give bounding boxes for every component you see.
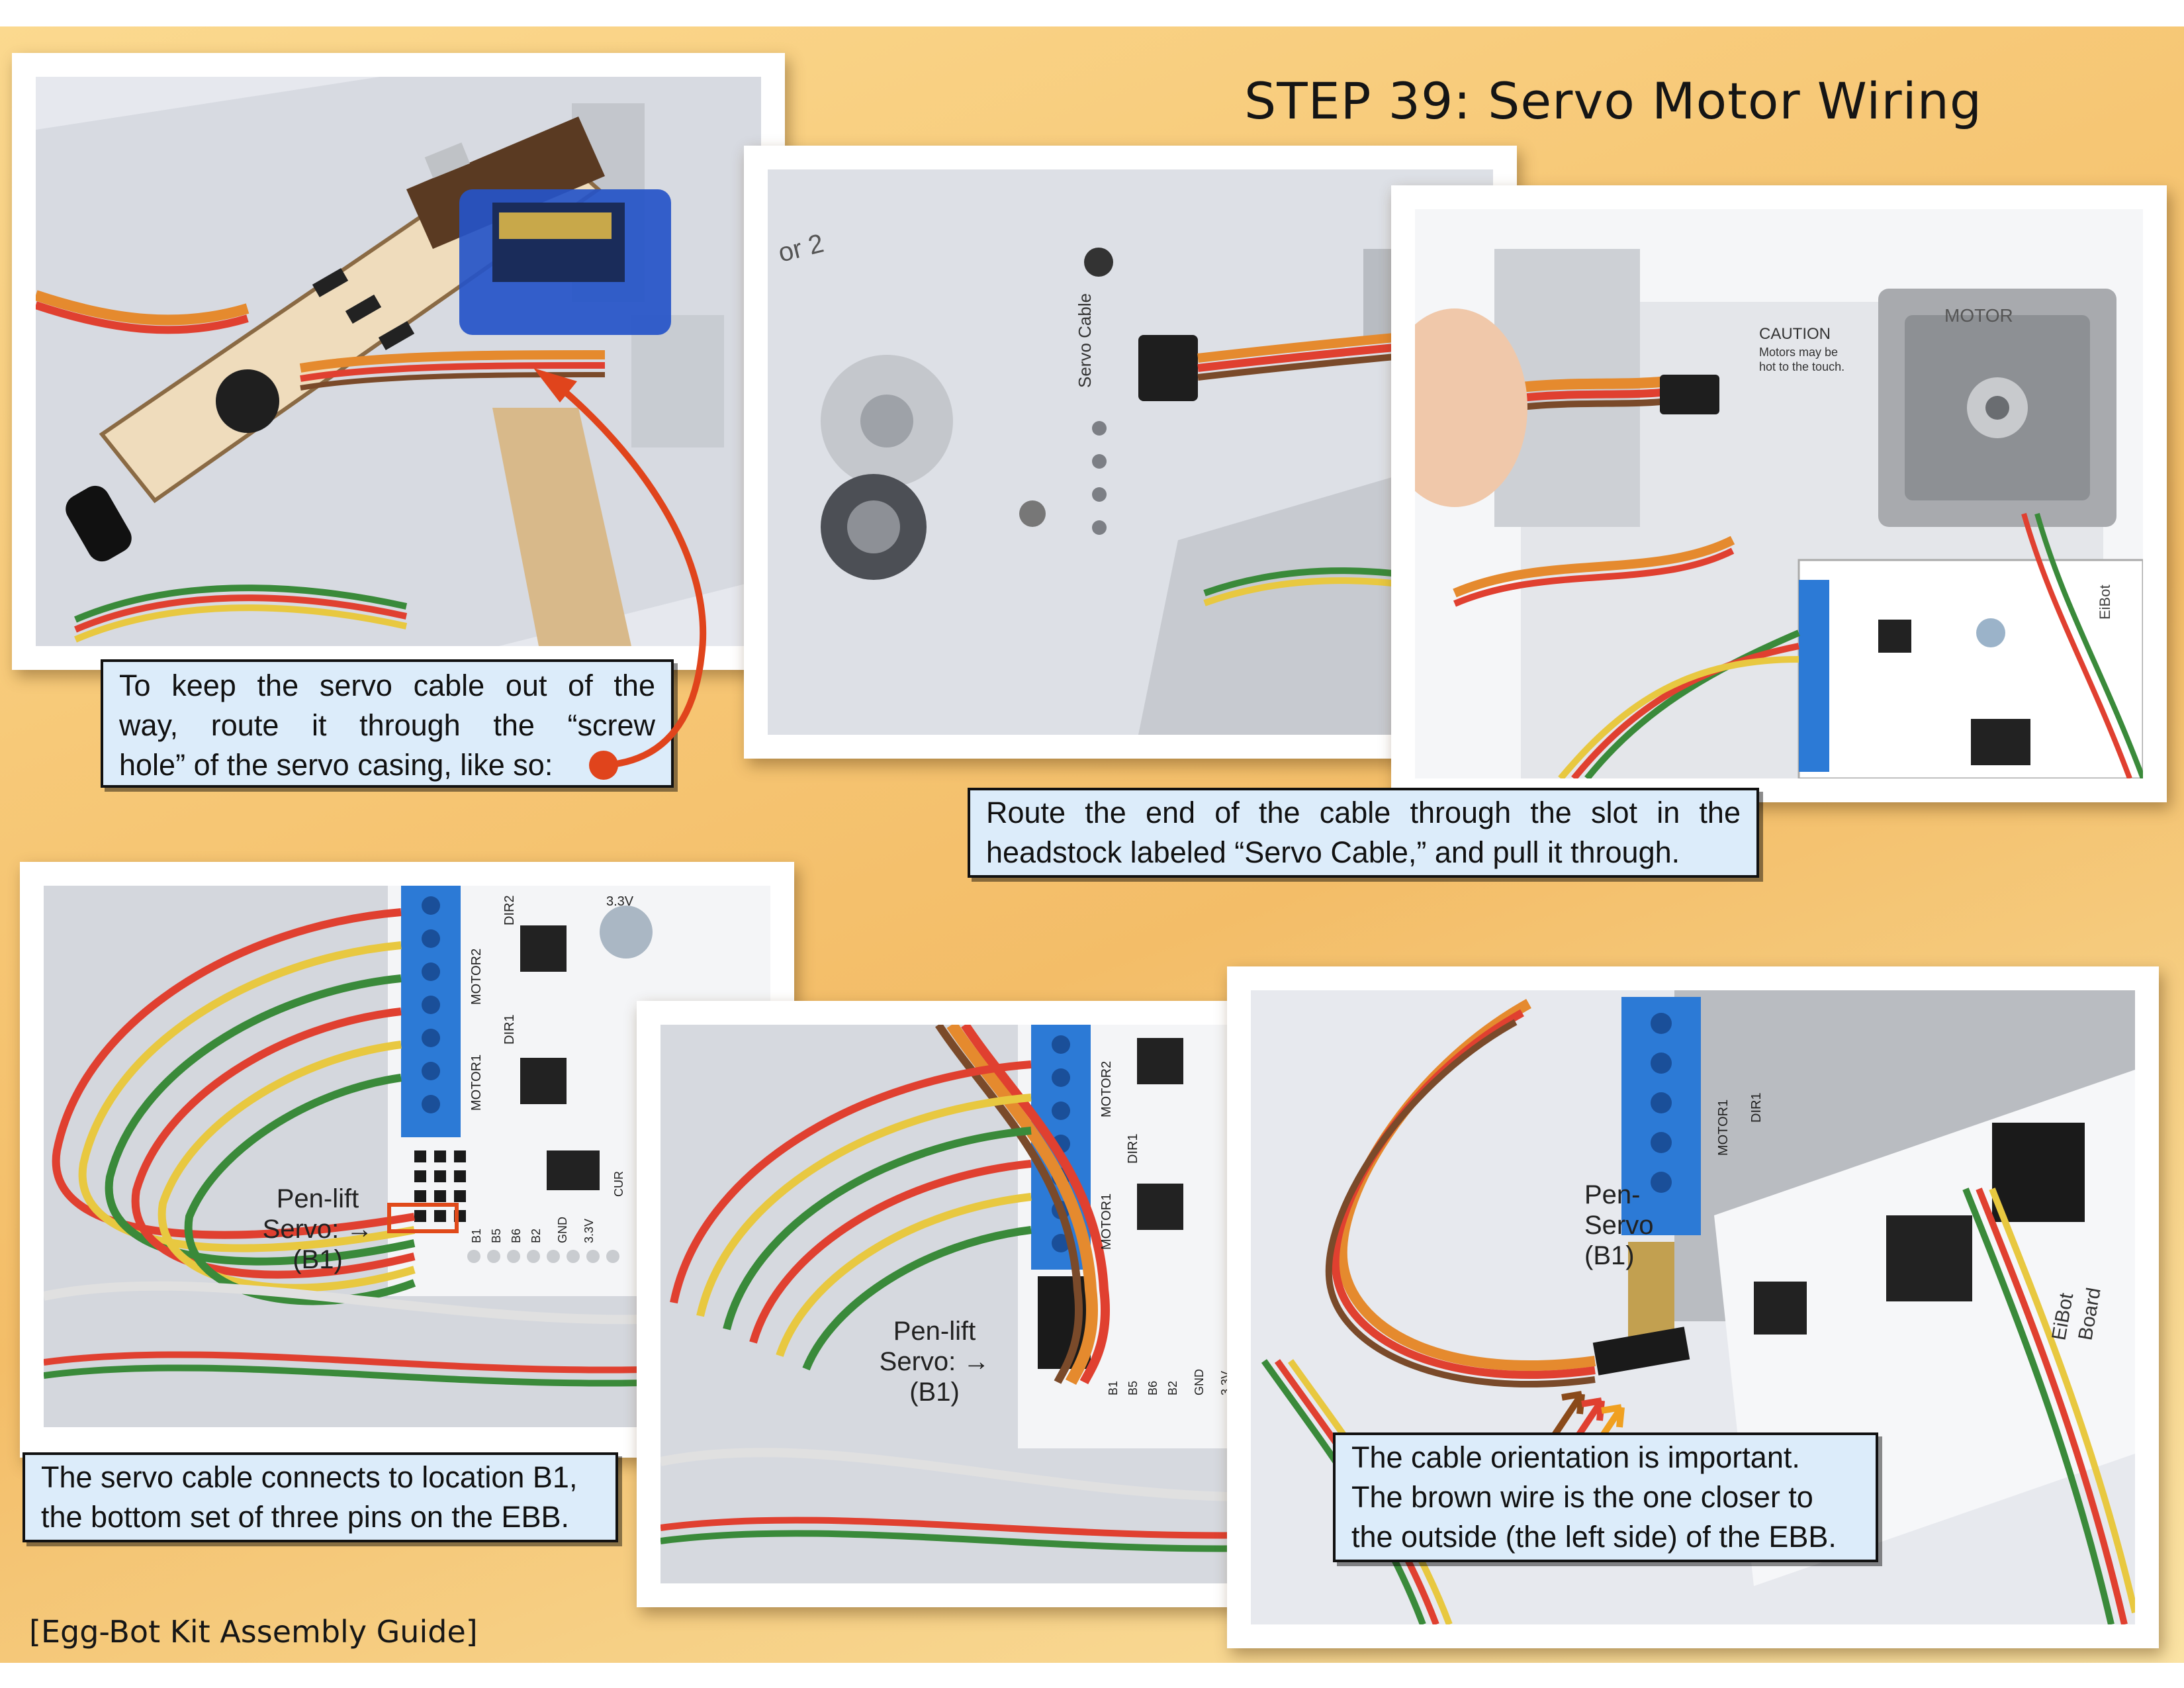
- caption-headstock: Route the end of the cable through the s…: [968, 788, 1759, 878]
- caption-screw-hole-line-2: way, route it through the “screw: [119, 708, 655, 742]
- dir1-label-2: DIR1: [1126, 1133, 1140, 1164]
- caption-orientation: The cable orientation is important. The …: [1333, 1432, 1878, 1562]
- b6-pin-label-2: B6: [1146, 1381, 1160, 1395]
- caption-headstock-line-1: Route the end of the cable through the s…: [986, 796, 1741, 829]
- pen-lift-line-1: Pen-lift: [276, 1184, 359, 1213]
- motor1-label-2: MOTOR1: [1099, 1194, 1114, 1250]
- photo-frame-motor-board: MOTOR CAUTION Motors may be hot to the t…: [1391, 185, 2167, 802]
- gnd-pin-label-2: GND: [1193, 1369, 1206, 1395]
- pen-lift-3-line-1: Pen-: [1584, 1180, 1641, 1209]
- gnd-pin-label: GND: [556, 1217, 569, 1243]
- photo-frame-headstock: Servo Cable or 2: [744, 146, 1517, 759]
- pen-lift-line-2: Servo: →: [262, 1215, 373, 1244]
- dir1-label-3: DIR1: [1749, 1092, 1764, 1123]
- b2-pin-label-2: B2: [1166, 1381, 1179, 1395]
- caution-text-2: hot to the touch.: [1759, 360, 1844, 373]
- pen-lift-label-3: Pen- Servo (B1): [1584, 1180, 1677, 1271]
- pen-lift-label-2: Pen-lift Servo: → (B1): [875, 1316, 994, 1407]
- caption-location-b1-line-2: the bottom set of three pins on the EBB.: [41, 1500, 569, 1534]
- caution-text-1: Motors may be: [1759, 346, 1838, 359]
- photo-frame-orientation: EiBot Board MOTOR1 DIR1 Pen- Servo (B1): [1227, 966, 2159, 1648]
- caption-screw-hole: To keep the servo cable out of the way, …: [101, 659, 674, 788]
- pen-lift-3-line-3: (B1): [1584, 1241, 1635, 1270]
- b5-pin-label-2: B5: [1126, 1381, 1140, 1395]
- photo-orientation: EiBot Board MOTOR1 DIR1: [1251, 990, 2135, 1624]
- pen-lift-3-line-2: Servo: [1584, 1211, 1654, 1240]
- photo-motor-board: MOTOR CAUTION Motors may be hot to the t…: [1415, 209, 2143, 778]
- b6-pin-label: B6: [510, 1229, 523, 1243]
- caption-location-b1-line-1: The servo cable connects to location B1,: [41, 1460, 578, 1494]
- pen-lift-2-line-2: Servo: →: [879, 1347, 990, 1376]
- pen-lift-line-3: (B1): [293, 1245, 343, 1274]
- motor1-label: MOTOR1: [469, 1055, 484, 1111]
- caption-screw-hole-line-1: To keep the servo cable out of the: [119, 669, 655, 702]
- eibot-board-label: EiBot: [2097, 585, 2113, 620]
- b1-pin-label-2: B1: [1107, 1381, 1120, 1395]
- caption-screw-hole-line-3: hole” of the servo casing, like so:: [119, 748, 553, 782]
- v33-label: 3.3V: [606, 894, 634, 909]
- caption-orientation-line-3: the outside (the left side) of the EBB.: [1351, 1520, 1837, 1554]
- caption-location-b1: The servo cable connects to location B1,…: [23, 1452, 618, 1542]
- v33-pin-label: 3.3V: [582, 1219, 596, 1243]
- b5-pin-label: B5: [490, 1229, 503, 1243]
- caption-orientation-line-1: The cable orientation is important.: [1351, 1440, 1800, 1474]
- caution-label: CAUTION: [1759, 325, 1831, 343]
- photo-servo-arm: [36, 77, 761, 646]
- motor2-label: MOTOR2: [469, 949, 484, 1005]
- b2-pin-label: B2: [529, 1229, 543, 1243]
- motor2-label-2: MOTOR2: [1099, 1061, 1114, 1117]
- dir1-label: DIR1: [502, 1014, 517, 1045]
- photo-frame-servo-arm: [12, 53, 785, 670]
- motor-plate-label: MOTOR: [1944, 305, 2013, 326]
- page-title: STEP 39: Servo Motor Wiring: [1244, 71, 1983, 130]
- cur-adj-label: CUR: [612, 1171, 625, 1197]
- servo-cable-label: Servo Cable: [1075, 293, 1095, 388]
- motor1-label-3: MOTOR1: [1716, 1100, 1731, 1156]
- caption-headstock-line-2: headstock labeled “Servo Cable,” and pul…: [986, 835, 1680, 869]
- caption-orientation-line-2: The brown wire is the one closer to: [1351, 1480, 1813, 1514]
- photo-headstock: Servo Cable or 2: [768, 169, 1493, 735]
- footer-guide-label: [Egg-Bot Kit Assembly Guide]: [29, 1614, 478, 1650]
- b1-pin-highlight: [387, 1203, 459, 1233]
- page: STEP 39: Servo Motor Wiring: [0, 26, 2184, 1663]
- pen-lift-label-1: Pen-lift Servo: → (B1): [258, 1184, 377, 1275]
- pen-lift-2-line-1: Pen-lift: [893, 1317, 976, 1346]
- pen-lift-2-line-3: (B1): [909, 1378, 960, 1407]
- dir2-label: DIR2: [502, 895, 517, 925]
- b1-pin-label: B1: [470, 1229, 483, 1243]
